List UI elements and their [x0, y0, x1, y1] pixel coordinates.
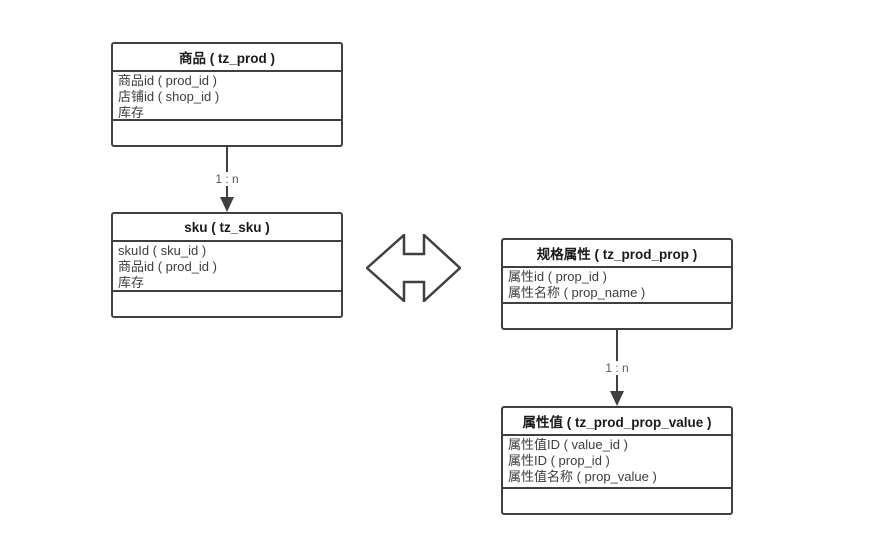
entity-sku-title: sku ( tz_sku ) [113, 214, 341, 242]
entity-prod-field-shop-id: 店铺id ( shop_id ) [118, 89, 220, 104]
entity-prod-field-prod-id: 商品id ( prod_id ) [118, 73, 217, 88]
entity-prop-value-field-value-id: 属性值ID ( value_id ) [508, 437, 628, 452]
entity-prop-value-footer [503, 489, 731, 513]
entity-prop-value: 属性值 ( tz_prod_prop_value ) 属性值ID ( value… [501, 406, 733, 515]
entity-prod-fields: 商品id ( prod_id ) 店铺id ( shop_id ) 库存 [113, 72, 341, 121]
entity-prod-field-stock: 库存 [118, 105, 145, 120]
entity-sku-field-prod-id: 商品id ( prod_id ) [118, 259, 217, 274]
entity-prop-value-field-prop-value: 属性值名称 ( prop_value ) [508, 469, 657, 484]
entity-prop-value-title: 属性值 ( tz_prod_prop_value ) [503, 408, 731, 436]
entity-sku-field-sku-id: skuId ( sku_id ) [118, 243, 207, 258]
relation-prod-sku-label: 1 : n [212, 172, 242, 186]
entity-sku: sku ( tz_sku ) skuId ( sku_id ) 商品id ( p… [111, 212, 343, 318]
entity-prod-prop-fields: 属性id ( prop_id ) 属性名称 ( prop_name ) [503, 268, 731, 304]
relation-prod-sku-arrowhead-icon [220, 197, 234, 212]
entity-prod-prop-field-prop-name: 属性名称 ( prop_name ) [508, 285, 646, 300]
entity-prod-prop: 规格属性 ( tz_prod_prop ) 属性id ( prop_id ) 属… [501, 238, 733, 330]
left-right-double-arrow-icon [366, 234, 461, 302]
relation-prop-value-arrowhead-icon [610, 391, 624, 406]
relation-prop-value-label: 1 : n [602, 361, 632, 375]
entity-prod: 商品 ( tz_prod ) 商品id ( prod_id ) 店铺id ( s… [111, 42, 343, 147]
entity-sku-fields: skuId ( sku_id ) 商品id ( prod_id ) 库存 [113, 242, 341, 292]
entity-prod-prop-footer [503, 304, 731, 328]
entity-prop-value-fields: 属性值ID ( value_id ) 属性ID ( prop_id ) 属性值名… [503, 436, 731, 489]
entity-sku-footer [113, 292, 341, 316]
entity-prod-prop-field-prop-id: 属性id ( prop_id ) [508, 269, 607, 284]
entity-prod-prop-title: 规格属性 ( tz_prod_prop ) [503, 240, 731, 268]
relation-prop-value-line [616, 330, 618, 391]
entity-prod-title: 商品 ( tz_prod ) [113, 44, 341, 72]
entity-prod-footer [113, 121, 341, 145]
entity-prop-value-field-prop-id: 属性ID ( prop_id ) [508, 453, 610, 468]
entity-sku-field-stock: 库存 [118, 275, 145, 290]
